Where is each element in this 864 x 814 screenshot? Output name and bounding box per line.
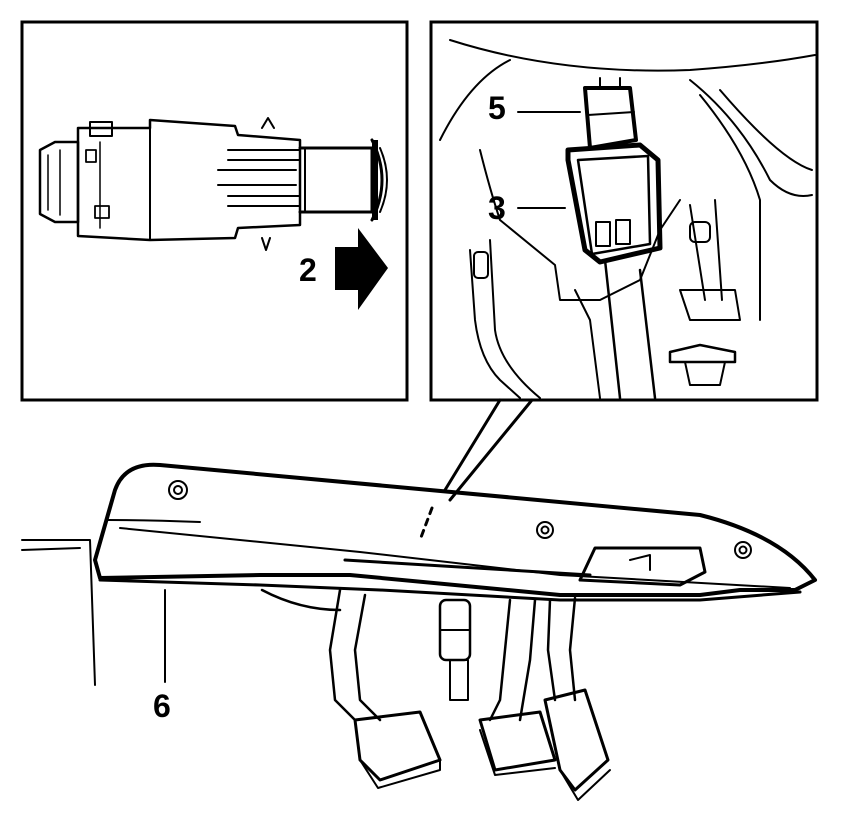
direction-arrow	[335, 228, 388, 310]
arrow-label-2: 2	[299, 252, 317, 288]
inset-pointer-dash	[418, 506, 434, 542]
brake-light-switch-drawing	[38, 117, 388, 251]
callout-3: 3	[488, 190, 506, 226]
left-inset-panel	[20, 20, 409, 402]
installed-switch-drawing	[439, 39, 816, 400]
inset-pointer	[443, 398, 534, 502]
right-inset-panel	[429, 20, 819, 402]
main-view	[21, 462, 817, 801]
callout-6: 6	[153, 688, 171, 724]
callout-5: 5	[488, 90, 506, 126]
